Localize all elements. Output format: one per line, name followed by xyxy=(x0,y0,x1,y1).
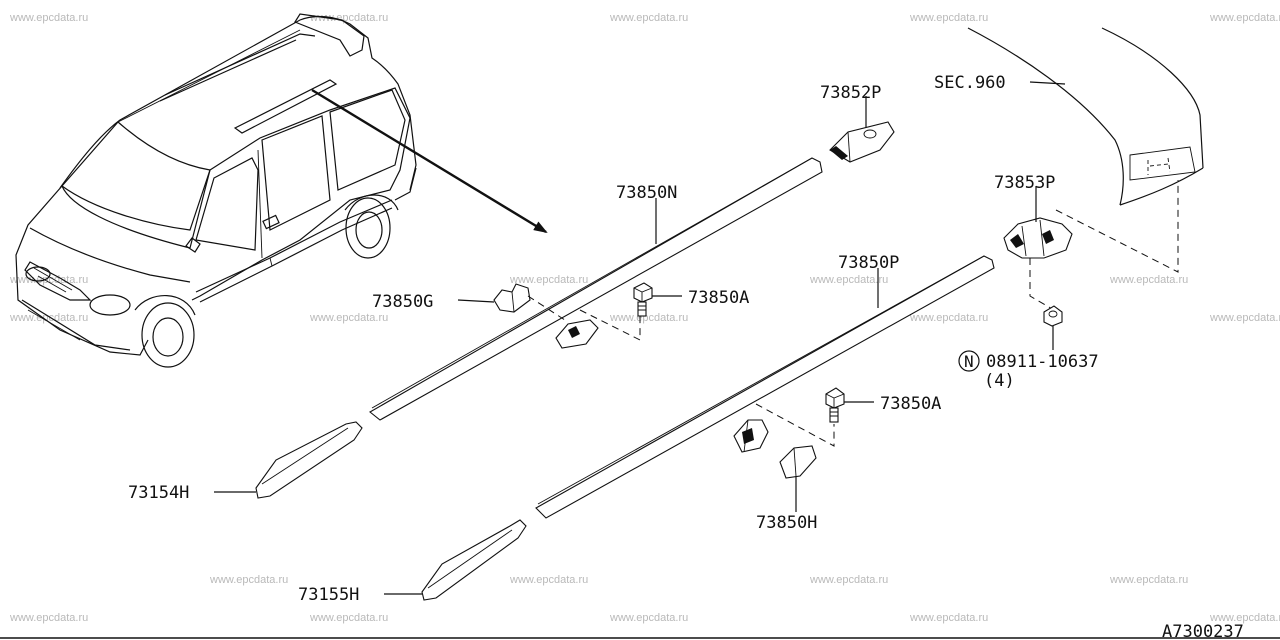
part-number-73850N: 73850N xyxy=(616,183,677,203)
part-number-73154H: 73154H xyxy=(128,483,189,503)
watermark: www.epcdata.ru xyxy=(309,312,388,324)
part-number-73852P: 73852P xyxy=(820,83,881,103)
watermark-layer: www.epcdata.ru www.epcdata.ru www.epcdat… xyxy=(9,12,1280,624)
part-08911-10637: N 08911-10637 (4) xyxy=(958,305,1099,391)
part-73852P: 73852P xyxy=(820,83,895,163)
watermark: www.epcdata.ru xyxy=(1109,274,1188,286)
detail-arrow xyxy=(311,88,548,234)
lower-clip-base xyxy=(733,419,769,453)
part-number-73850H: 73850H xyxy=(756,513,817,533)
part-73850A-lower: 73850A xyxy=(755,387,941,447)
watermark: www.epcdata.ru xyxy=(1209,312,1280,324)
part-73155H: 73155H xyxy=(298,519,527,605)
watermark: www.epcdata.ru xyxy=(809,274,888,286)
watermark: www.epcdata.ru xyxy=(1109,574,1188,586)
part-73850H: 73850H xyxy=(756,445,817,533)
part-number-73155H: 73155H xyxy=(298,585,359,605)
part-number-73850A-lower: 73850A xyxy=(880,394,941,414)
part-number-73853P: 73853P xyxy=(994,173,1055,193)
part-73850G: 73850G xyxy=(372,283,531,313)
watermark: www.epcdata.ru xyxy=(9,612,88,624)
part-quantity: (4) xyxy=(984,371,1015,391)
part-number-73850G: 73850G xyxy=(372,292,433,312)
part-number-73850A-upper: 73850A xyxy=(688,288,749,308)
watermark: www.epcdata.ru xyxy=(909,612,988,624)
upper-clip-base xyxy=(527,295,641,349)
watermark: www.epcdata.ru xyxy=(1209,12,1280,24)
nut-prefix-letter: N xyxy=(964,352,974,371)
watermark: www.epcdata.ru xyxy=(209,574,288,586)
diagram-id: A7300237 xyxy=(1162,622,1244,640)
watermark: www.epcdata.ru xyxy=(9,274,88,286)
part-73850P: 73850P xyxy=(535,253,995,519)
watermark: www.epcdata.ru xyxy=(909,312,988,324)
watermark: www.epcdata.ru xyxy=(309,612,388,624)
part-73154H: 73154H xyxy=(128,421,363,503)
rear-roof-section: SEC.960 xyxy=(934,27,1204,206)
part-number-08911-10637: 08911-10637 xyxy=(986,352,1099,372)
part-73853P: 73853P xyxy=(994,173,1179,311)
part-73850N: 73850N xyxy=(369,157,823,421)
watermark: www.epcdata.ru xyxy=(609,312,688,324)
part-73850A-upper: 73850A xyxy=(633,282,749,317)
watermark: www.epcdata.ru xyxy=(809,574,888,586)
section-reference-label: SEC.960 xyxy=(934,73,1006,93)
watermark: www.epcdata.ru xyxy=(509,274,588,286)
vehicle-illustration xyxy=(15,13,417,368)
watermark: www.epcdata.ru xyxy=(909,12,988,24)
watermark: www.epcdata.ru xyxy=(1209,612,1280,624)
watermark: www.epcdata.ru xyxy=(509,574,588,586)
watermark: www.epcdata.ru xyxy=(9,12,88,24)
watermark: www.epcdata.ru xyxy=(609,612,688,624)
watermark: www.epcdata.ru xyxy=(309,12,388,24)
watermark: www.epcdata.ru xyxy=(9,312,88,324)
part-number-73850P: 73850P xyxy=(838,253,899,273)
watermark: www.epcdata.ru xyxy=(609,12,688,24)
